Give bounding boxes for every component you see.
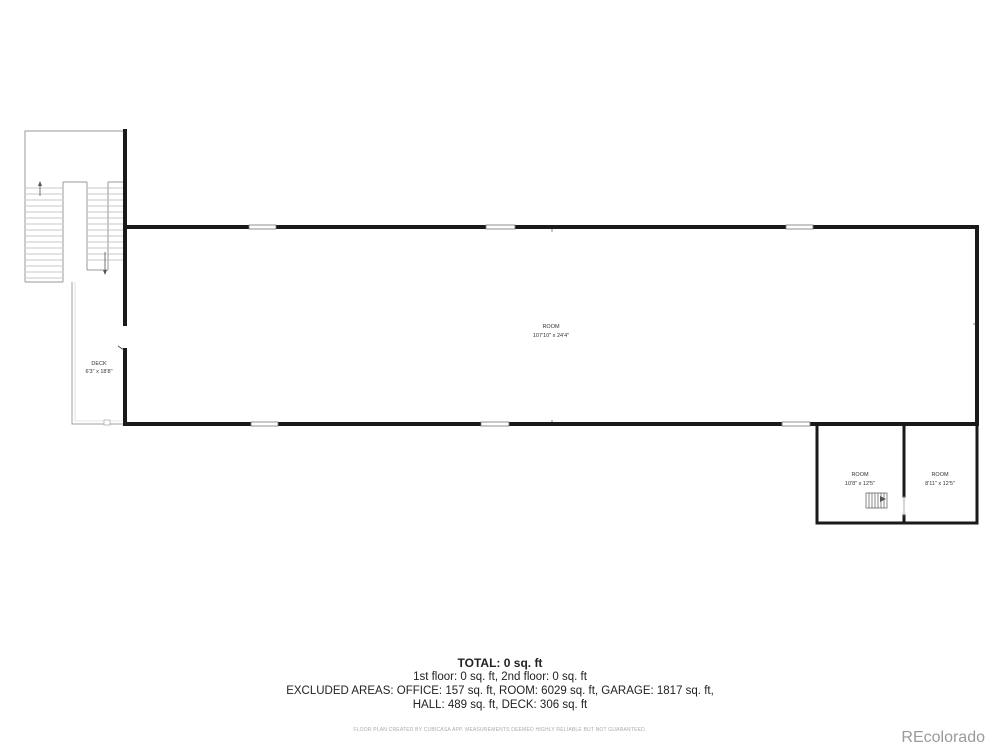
room-right-name: ROOM xyxy=(931,472,949,478)
excluded-areas: EXCLUDED AREAS: OFFICE: 157 sq. ft, ROOM… xyxy=(286,685,714,697)
floor-areas: 1st floor: 0 sq. ft, 2nd floor: 0 sq. ft xyxy=(413,671,587,683)
disclaimer: FLOOR PLAN CREATED BY CUBICASA APP. MEAS… xyxy=(353,727,647,733)
main-room-walls xyxy=(123,129,979,426)
windows-top xyxy=(248,224,814,230)
stair-arrow-up-icon xyxy=(38,181,42,196)
deck-name: DECK xyxy=(91,361,107,367)
room-right-dims: 8'11" x 12'5" xyxy=(925,481,955,487)
stair-arrow-down-icon xyxy=(103,252,107,275)
excluded-areas-cont: HALL: 489 sq. ft, DECK: 306 sq. ft xyxy=(412,699,588,711)
room-left-name: ROOM xyxy=(851,472,869,478)
area-summary: TOTAL: 0 sq. ft 1st floor: 0 sq. ft, 2nd… xyxy=(0,656,1000,712)
recolorado-logo: REcolorado xyxy=(901,729,985,746)
small-stair-icon xyxy=(865,492,888,509)
windows-bottom xyxy=(250,421,811,427)
small-rooms-walls xyxy=(815,422,979,525)
main-room-name: ROOM xyxy=(542,324,560,330)
door-swing xyxy=(117,345,125,351)
deck-dims: 6'3" x 18'8" xyxy=(85,369,112,375)
stair-treads-left xyxy=(26,187,62,279)
stair-enclosure xyxy=(24,130,125,283)
room-left-dims: 10'8" x 12'5" xyxy=(845,481,875,487)
deck-outline xyxy=(71,282,124,426)
total-area: TOTAL: 0 sq. ft xyxy=(457,656,543,670)
stair-treads-right xyxy=(88,187,123,261)
main-room-dims: 107'10" x 24'4" xyxy=(533,333,569,339)
wall-ticks xyxy=(551,229,975,422)
floor-plan: ROOM 107'10" x 24'4" DECK 6'3" x 18'8" R… xyxy=(24,129,979,525)
